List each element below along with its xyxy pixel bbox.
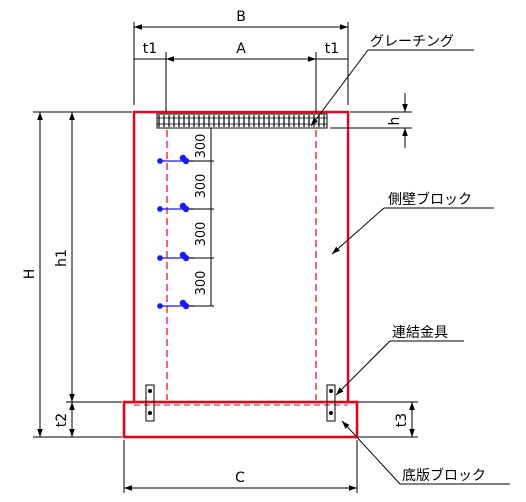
connector-left [145, 384, 155, 422]
spacing-label-3: 300 [194, 222, 209, 247]
dimension-h1 [66, 112, 122, 403]
anchor-group [157, 154, 194, 310]
callout-base-block-label: 底版ブロック [402, 467, 486, 484]
spacing-label-1: 300 [194, 134, 209, 159]
side-wall-outline [132, 110, 350, 402]
dimension-t1-right-label: t1 [325, 41, 339, 57]
callout-connector-label: 連結金具 [392, 325, 448, 341]
callout-side-wall-label: 側壁ブロック [388, 191, 472, 208]
dimension-B-label: B [236, 9, 246, 25]
callout-side-wall [331, 207, 494, 255]
dimension-t3-label: t3 [394, 413, 410, 427]
callout-grating [310, 49, 474, 127]
dimension-h-label: h [387, 117, 403, 126]
side-wall-block [132, 110, 350, 402]
dimension-h [330, 93, 412, 148]
dimension-C-label: C [235, 470, 245, 486]
dimension-h1-label: h1 [54, 249, 70, 267]
anchor-4 [157, 299, 194, 310]
dimension-C [123, 440, 358, 493]
grating [156, 113, 328, 129]
dimension-H [33, 111, 132, 438]
callout-base-block [341, 420, 510, 485]
spacing-label-2: 300 [194, 174, 209, 199]
dimension-A-label: A [236, 41, 246, 57]
anchor-1 [157, 154, 194, 165]
callout-connector [335, 340, 464, 396]
dimension-H-label: H [22, 269, 38, 280]
anchor-3 [157, 251, 194, 262]
callout-grating-label: グレーチング [370, 34, 454, 50]
spacing-label-4: 300 [194, 271, 209, 296]
spacing-dimension [190, 127, 214, 307]
dimension-B [133, 22, 349, 105]
connector-right [326, 384, 336, 422]
base-block-outline [122, 400, 359, 439]
dimension-A [134, 52, 348, 112]
dimension-t3 [358, 401, 418, 438]
base-block [122, 400, 359, 439]
dimension-t1-left-label: t1 [143, 41, 157, 57]
anchor-2 [157, 202, 194, 213]
dimension-t2-label: t2 [54, 413, 70, 427]
